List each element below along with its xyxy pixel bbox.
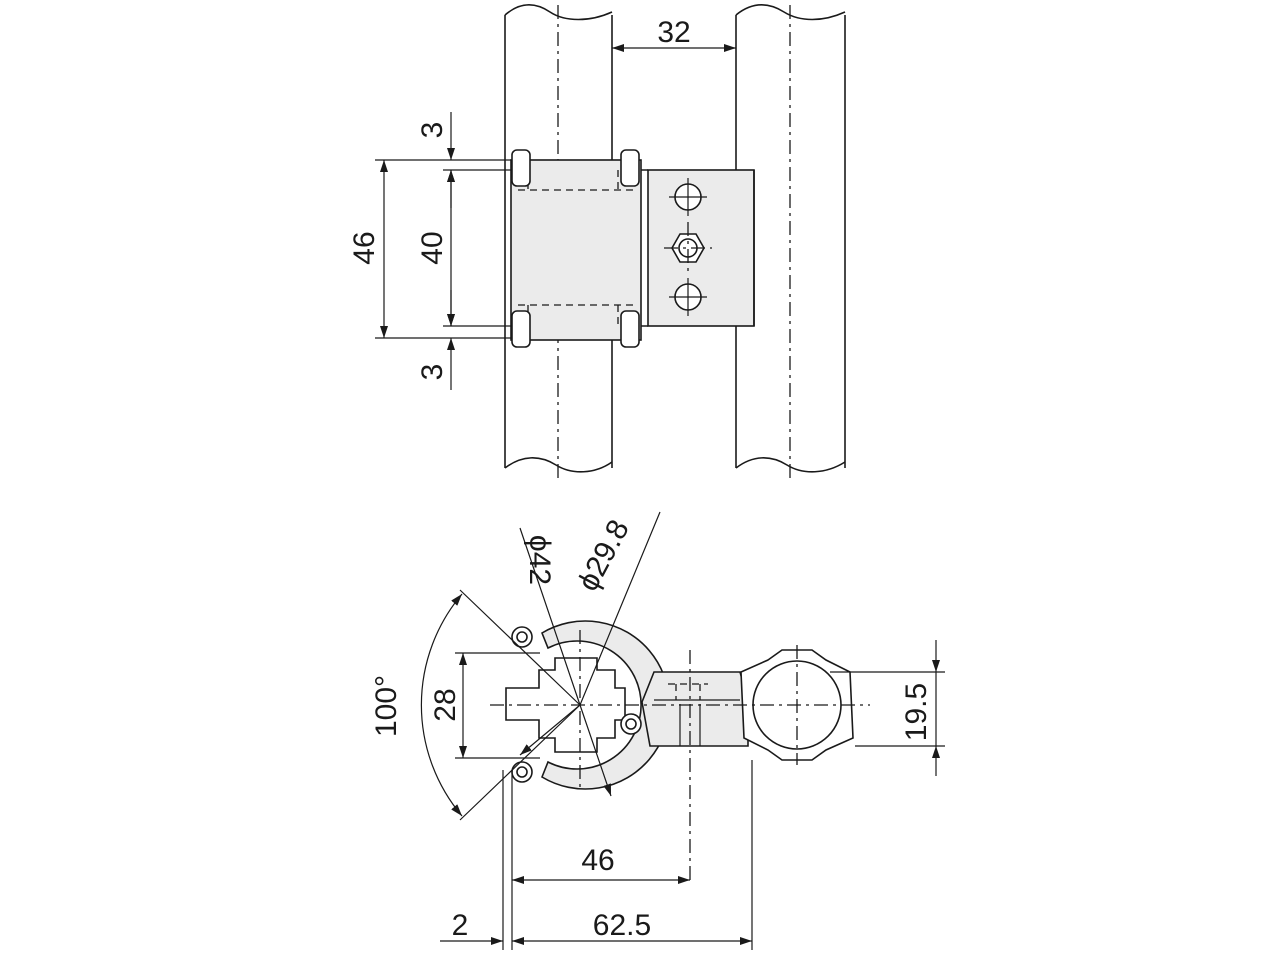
dim-edge-offset-label: 2 xyxy=(452,909,469,942)
dim-pitch-label: 32 xyxy=(657,16,690,49)
dim-top-offset-label: 3 xyxy=(416,122,449,139)
dim-overall-height: 46 xyxy=(348,159,512,339)
dim-opening-angle: 100° xyxy=(370,589,581,821)
dim-edge-offset: 2 xyxy=(440,909,503,945)
dim-inner-width: 28 xyxy=(429,652,540,759)
top-view: 32 46 40 3 3 xyxy=(348,4,846,480)
dim-center-distance: 46 xyxy=(512,844,690,884)
dim-top-offset: 3 xyxy=(416,112,455,208)
dim-opening-angle-label: 100° xyxy=(370,675,403,737)
dim-bottom-offset-label: 3 xyxy=(416,364,449,381)
side-view: ϕ42 ϕ29.8 100° 28 19.5 xyxy=(370,511,945,950)
dim-overall-length: 62.5 xyxy=(512,909,752,945)
dim-center-distance-label: 46 xyxy=(581,844,614,877)
dim-pitch: 32 xyxy=(612,16,736,52)
center-lines xyxy=(490,630,870,880)
dim-inner-width-label: 28 xyxy=(429,688,462,721)
clamp-body-top xyxy=(510,149,755,348)
dim-arm-height-label: 19.5 xyxy=(900,683,933,741)
dim-overall-height-label: 46 xyxy=(348,231,381,264)
dim-pipe-diameter-label: ϕ42 xyxy=(523,535,556,585)
dim-arm-height: 19.5 xyxy=(830,640,945,776)
dim-body-height: 40 xyxy=(416,169,512,327)
dim-bore-diameter-label: ϕ29.8 xyxy=(571,515,635,597)
dim-body-height-label: 40 xyxy=(416,231,449,264)
dim-overall-length-label: 62.5 xyxy=(593,909,651,942)
connecting-arm xyxy=(641,671,749,747)
dim-bottom-offset: 3 xyxy=(416,290,455,390)
